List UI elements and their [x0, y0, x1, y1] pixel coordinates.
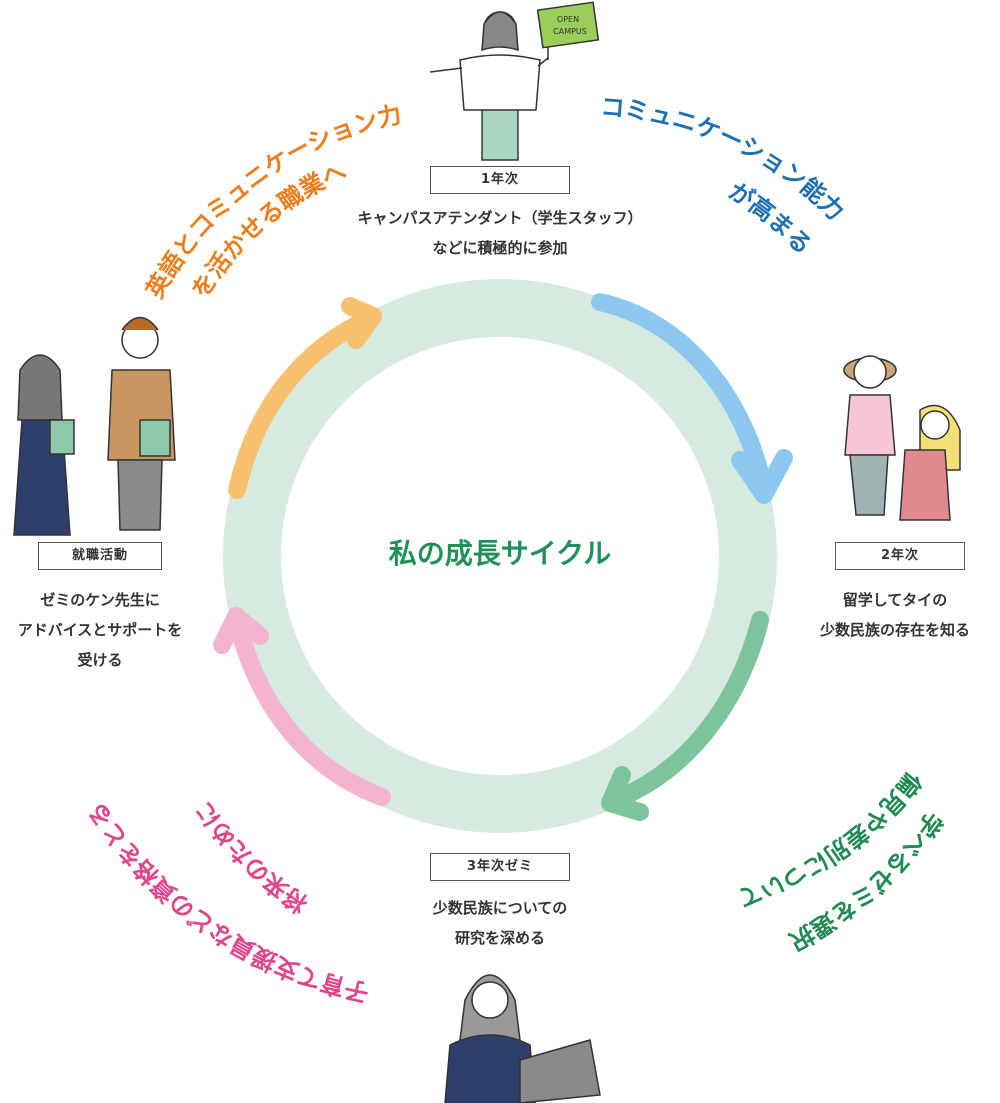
- stage-text-year1-line1: キャンパスアテンダント（学生スタッフ）: [357, 209, 643, 227]
- stage-text-job-hunting: ゼミのケン先生に アドバイスとサポートを 受ける: [0, 585, 200, 675]
- stage-text-year2-line1: 留学してタイの: [842, 591, 948, 609]
- student-with-flag-illustration: OPEN CAMPUS: [429, 1, 600, 161]
- stage-label-year1: 1年次: [430, 166, 570, 194]
- center-title: 私の成長サイクル: [389, 537, 612, 570]
- travelers-illustration: [843, 355, 961, 521]
- arrow-blue: [591, 293, 793, 504]
- stage-label-year2: 2年次: [835, 542, 965, 570]
- stage-text-year3-line1: 少数民族についての: [432, 899, 568, 917]
- stage-text-year3-line2: 研究を深める: [454, 929, 545, 947]
- benefit-bottom-right-line1: 偏見や差別について: [734, 766, 927, 912]
- arrow-pink: [213, 607, 391, 806]
- stage-text-year3: 少数民族についての 研究を深める: [370, 893, 630, 953]
- stage-text-year2-line2: 少数民族の存在を知る: [819, 621, 970, 639]
- stage-text-job-hunting-line1: ゼミのケン先生に: [40, 591, 160, 609]
- arrow-orange: [228, 297, 382, 499]
- student-with-laptop-illustration: [444, 974, 601, 1103]
- arrow-green: [601, 611, 769, 821]
- benefit-bottom-left-line1: 将来のために: [190, 797, 313, 919]
- cycle-ring: [223, 279, 777, 833]
- stage-label-year3: 3年次ゼミ: [430, 853, 570, 881]
- stage-label-job-hunting: 就職活動: [38, 542, 162, 570]
- stage-text-year1-line2: などに積極的に参加: [432, 239, 568, 257]
- flag-text-line1: OPEN: [557, 15, 579, 24]
- job-hunting-illustration: [13, 316, 176, 536]
- flag-text-line2: CAMPUS: [553, 27, 587, 36]
- stage-text-year1: キャンパスアテンダント（学生スタッフ） などに積極的に参加: [340, 203, 660, 263]
- stage-text-job-hunting-line3: 受ける: [77, 651, 123, 669]
- stage-text-year2: 留学してタイの 少数民族の存在を知る: [790, 585, 1000, 645]
- open-campus-flag: [536, 1, 600, 49]
- stage-text-job-hunting-line2: アドバイスとサポートを: [17, 621, 183, 639]
